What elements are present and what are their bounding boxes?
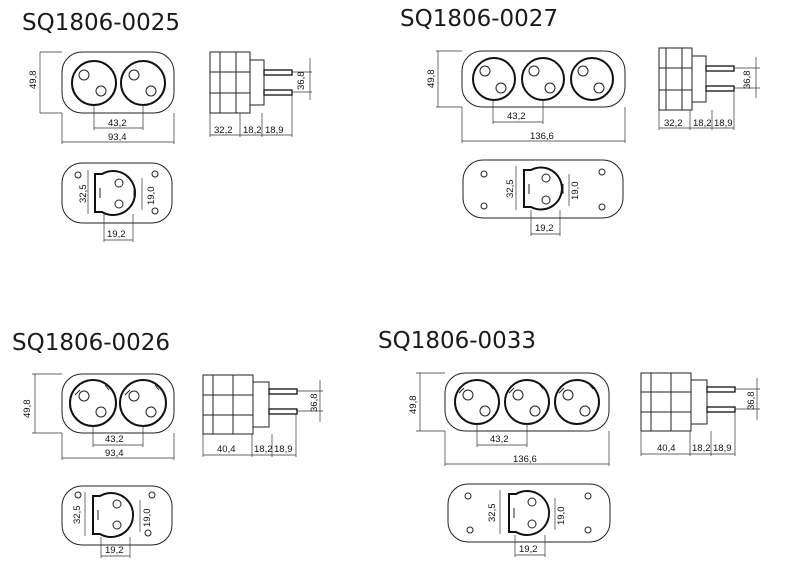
- dim-height: 49,8: [426, 70, 437, 89]
- dim-pin-height: 36,8: [746, 392, 757, 411]
- product-sq1806-0027: SQ1806-0027 49,8 43,2 136,6: [400, 6, 760, 236]
- dim-depth-1: 32,2: [664, 118, 683, 129]
- dim-back-height: 32,5: [505, 180, 516, 199]
- dim-back-bottom: 19,2: [535, 223, 554, 234]
- front-view: 49,8 43,2 136,6: [408, 372, 610, 466]
- product-sq1806-0026: SQ1806-0026 49,8 43,2 93,4: [12, 330, 323, 558]
- dim-length: 93,4: [108, 132, 127, 143]
- product-sq1806-0033: SQ1806-0033 49,8 43,2: [378, 328, 760, 557]
- dim-length: 93,4: [105, 448, 124, 459]
- dim-depth-2: 18,2: [693, 118, 712, 129]
- dim-depth-2: 18,2: [692, 443, 711, 454]
- dim-depth-1: 40,4: [657, 443, 676, 454]
- dim-back-width: 19,0: [142, 509, 153, 528]
- dim-depth-2: 18,2: [254, 444, 273, 455]
- product-code-title: SQ1806-0033: [378, 328, 536, 354]
- dim-back-height: 32,5: [72, 506, 83, 525]
- side-view: 36,8 32,2 18,2 18,9: [209, 51, 312, 137]
- dim-height: 49,8: [408, 396, 419, 415]
- product-code-title: SQ1806-0027: [400, 6, 558, 32]
- dim-back-height: 32,5: [487, 504, 498, 523]
- dim-height: 49,8: [28, 71, 39, 90]
- dim-depth-3: 18,9: [265, 125, 284, 136]
- product-code-title: SQ1806-0026: [12, 330, 170, 356]
- dim-pitch: 43,2: [507, 111, 526, 122]
- dim-height: 49,8: [22, 400, 33, 419]
- dim-pin-height: 36,8: [742, 71, 753, 90]
- dim-pin-height: 36,8: [296, 72, 307, 91]
- back-view: 32,5 19,0 19,2: [447, 483, 611, 557]
- side-view: 36,8 40,4 18,2 18,9: [640, 372, 760, 456]
- dim-back-bottom: 19,2: [105, 545, 124, 556]
- dim-length: 136,6: [513, 454, 537, 465]
- side-view: 36,8 40,4 18,2 18,9: [202, 374, 323, 457]
- back-view: 32,5 19,0 19,2: [61, 485, 173, 558]
- dim-depth-3: 18,9: [713, 443, 732, 454]
- dim-depth-3: 18,9: [274, 444, 293, 455]
- front-view: 49,8 43,2 136,6: [426, 50, 626, 143]
- product-sq1806-0025: SQ1806-0025 49,8 43,2 93,4: [22, 10, 312, 242]
- side-view: 36,8 32,2 18,2 18,9: [658, 47, 760, 130]
- dim-depth-1: 32,2: [214, 125, 233, 136]
- dim-pitch: 43,2: [108, 118, 127, 129]
- dim-length: 136,6: [530, 131, 554, 142]
- dim-back-bottom: 19,2: [519, 544, 538, 555]
- dim-depth-2: 18,2: [243, 125, 262, 136]
- front-view: 49,8 43,2 93,4: [28, 51, 175, 144]
- dim-pitch: 43,2: [105, 434, 124, 445]
- dim-back-width: 19,0: [570, 182, 581, 201]
- product-code-title: SQ1806-0025: [22, 10, 180, 36]
- back-view: 32,5 19,0 19,2: [61, 162, 173, 242]
- dim-depth-1: 40,4: [217, 444, 236, 455]
- front-view: 49,8 43,2 93,4: [22, 373, 175, 460]
- dim-back-bottom: 19,2: [107, 229, 126, 240]
- dim-back-width: 19,0: [146, 187, 157, 206]
- dim-pin-height: 36,8: [309, 394, 320, 413]
- dim-depth-3: 18,9: [714, 118, 733, 129]
- dim-back-width: 19,0: [556, 507, 567, 526]
- dim-pitch: 43,2: [490, 434, 509, 445]
- back-view: 32,5 19,0 19,2: [462, 159, 624, 236]
- dim-back-height: 32,5: [78, 185, 89, 204]
